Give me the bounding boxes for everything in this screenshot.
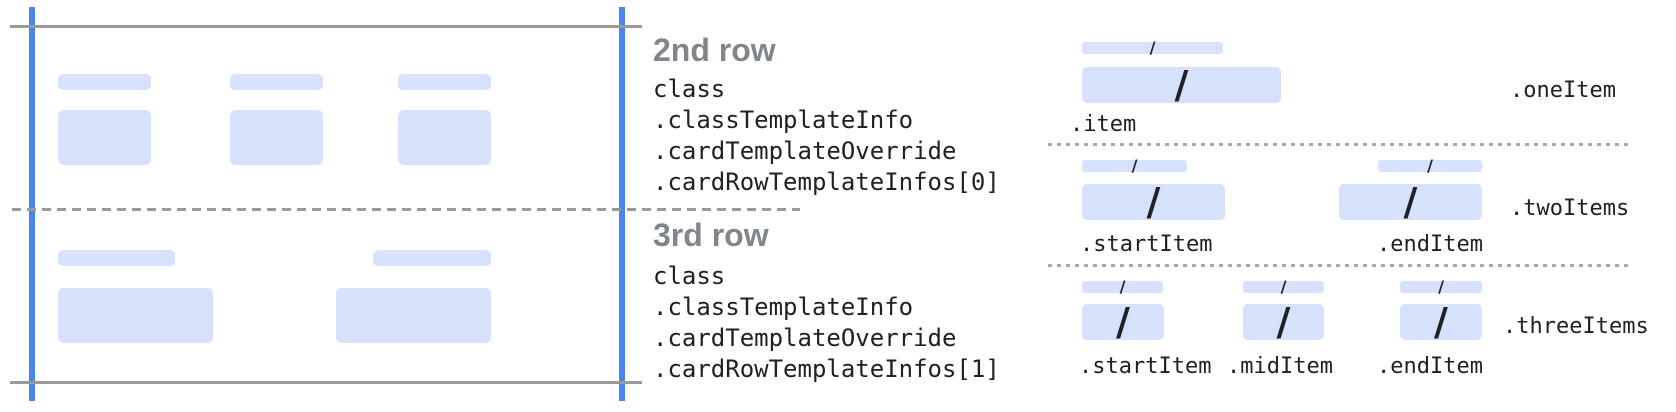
card-left-guide-line [29, 7, 35, 401]
code-line: class [653, 262, 726, 290]
two-items-start-label-bar: / [1082, 156, 1187, 175]
code-line: .cardRowTemplateInfos[0] [653, 168, 1000, 196]
two-items-end-label: .endItem [1377, 232, 1483, 257]
slash-icon: / [1131, 156, 1138, 175]
code-line: .cardTemplateOverride [653, 137, 957, 165]
code-line: class [653, 75, 726, 103]
one-item-item-label: .item [1070, 112, 1137, 137]
two-items-end-label-bar: / [1378, 156, 1482, 175]
row2-code-block: class .classTemplateInfo .cardTemplateOv… [653, 74, 1000, 198]
card-top-border-line [10, 25, 642, 28]
code-line: .classTemplateInfo [653, 106, 914, 134]
row3-col1-value-placeholder [58, 288, 213, 343]
code-line: .cardTemplateOverride [653, 324, 957, 352]
row2-col1-label-placeholder [58, 74, 151, 90]
row2-col3-value-placeholder [398, 110, 491, 165]
card-right-guide-line [619, 7, 625, 401]
slash-icon: / [1116, 300, 1130, 344]
three-items-group-label: .threeItems [1503, 314, 1649, 339]
three-items-mid-value-bar: / [1243, 300, 1324, 344]
three-items-end-value-bar: / [1400, 300, 1482, 344]
row2-col2-label-placeholder [230, 74, 323, 90]
slash-icon: / [1403, 180, 1418, 224]
one-item-value-bar: / [1082, 63, 1281, 107]
slash-icon: / [1149, 38, 1156, 57]
slash-icon: / [1434, 300, 1448, 344]
row2-col2-value-placeholder [230, 110, 323, 165]
card-bottom-border-line [10, 381, 642, 384]
slash-icon: / [1427, 156, 1433, 175]
three-items-mid-label: .midItem [1227, 354, 1333, 379]
slash-icon: / [1280, 277, 1287, 296]
code-line: .classTemplateInfo [653, 293, 914, 321]
row3-col1-label-placeholder [58, 250, 175, 266]
row3-col2-label-placeholder [373, 250, 491, 266]
row2-heading: 2nd row [653, 32, 776, 68]
three-items-start-value-bar: / [1082, 300, 1164, 344]
three-items-end-label-bar: / [1400, 277, 1482, 296]
three-items-start-label-bar: / [1082, 277, 1163, 296]
row3-col2-value-placeholder [336, 288, 491, 343]
two-items-end-value-bar: / [1339, 180, 1482, 224]
slash-icon: / [1174, 63, 1189, 107]
code-line: .cardRowTemplateInfos[1] [653, 355, 1000, 383]
two-items-start-value-bar: / [1082, 180, 1225, 224]
one-item-label-bar: / [1082, 38, 1223, 57]
slash-icon: / [1438, 277, 1444, 296]
row3-heading: 3rd row [653, 217, 769, 253]
slash-icon: / [1146, 180, 1161, 224]
three-items-mid-label-bar: / [1243, 277, 1324, 296]
slash-icon: / [1276, 300, 1291, 344]
two-items-start-label: .startItem [1080, 232, 1213, 257]
three-items-start-label: .startItem [1079, 354, 1212, 379]
card-row-divider-dashed-line [12, 208, 800, 211]
slash-icon: / [1119, 277, 1126, 296]
legend-divider-dotted-line [1048, 264, 1628, 267]
row2-col1-value-placeholder [58, 110, 151, 165]
row3-code-block: class .classTemplateInfo .cardTemplateOv… [653, 261, 1000, 385]
two-items-group-label: .twoItems [1510, 196, 1630, 221]
one-item-group-label: .oneItem [1510, 78, 1616, 103]
three-items-end-label: .endItem [1377, 354, 1483, 379]
row2-col3-label-placeholder [398, 74, 491, 90]
legend-divider-dotted-line [1048, 143, 1628, 146]
